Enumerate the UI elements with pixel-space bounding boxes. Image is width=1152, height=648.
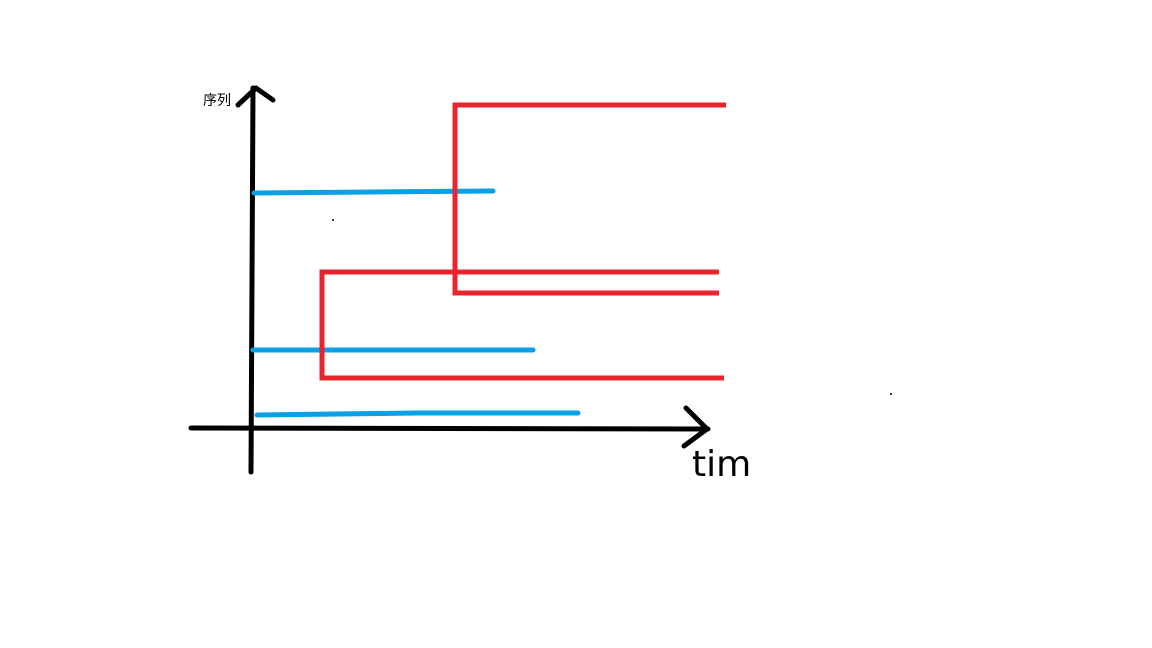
x-axis-arrowhead bbox=[681, 405, 710, 449]
y-axis-line bbox=[248, 85, 256, 475]
red-bracket-lower bbox=[319, 269, 724, 381]
x-axis-label: tim bbox=[692, 444, 751, 485]
blue-segment-bottom bbox=[254, 410, 581, 418]
red-brackets bbox=[319, 102, 726, 381]
y-axis: 序列 bbox=[203, 85, 276, 475]
x-axis: tim bbox=[188, 405, 751, 485]
y-axis-label: 序列 bbox=[203, 93, 231, 109]
stray-dots bbox=[332, 219, 892, 395]
stray-dot bbox=[890, 393, 892, 395]
red-bracket-upper bbox=[452, 102, 726, 296]
x-axis-line bbox=[188, 425, 711, 432]
blue-segments bbox=[250, 188, 581, 418]
stray-dot bbox=[332, 219, 334, 221]
y-axis-arrowhead bbox=[235, 85, 276, 108]
